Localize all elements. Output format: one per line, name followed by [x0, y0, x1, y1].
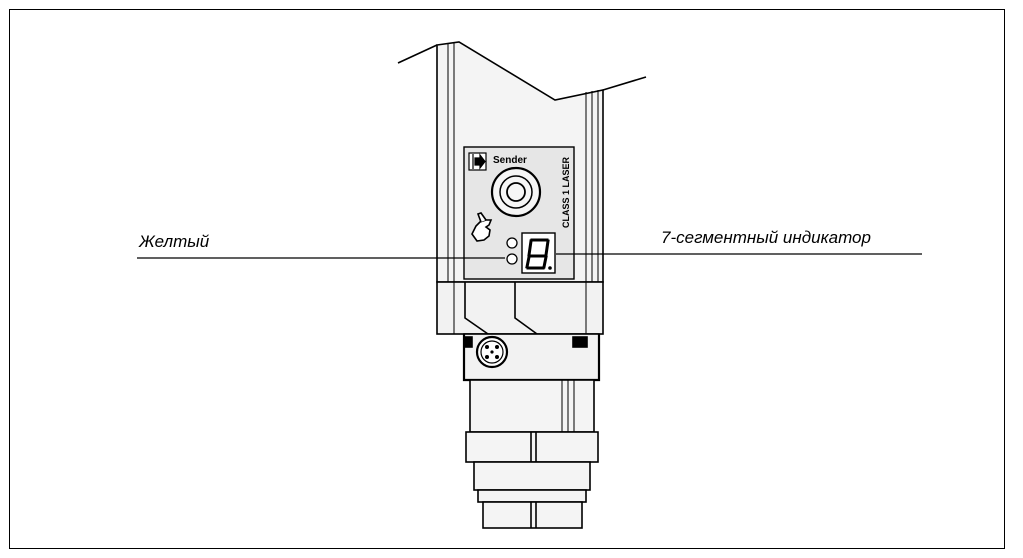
left-callout-label: Желтый [138, 232, 210, 251]
hand-icon [471, 212, 493, 242]
sensor-nut [465, 431, 599, 463]
led-lower [506, 253, 518, 265]
lens-icon [490, 166, 542, 218]
right-callout-label: 7-сегментный индикатор [661, 228, 871, 247]
sensor-bottom-nut [482, 501, 583, 529]
sensor-neck [469, 379, 595, 433]
led-upper [506, 237, 518, 249]
seven-segment-display [521, 232, 556, 274]
right-callout: 7-сегментный индикатор [556, 228, 922, 255]
sensor-lower-neck [473, 461, 591, 503]
sensor-collar [436, 281, 604, 335]
laser-class-label: CLASS 1 LASER [561, 156, 571, 228]
diagram-frame [9, 9, 1005, 549]
yellow-led-indicators [506, 237, 518, 265]
sender-arrow-icon [468, 152, 487, 171]
housing-cut-lines [397, 44, 647, 91]
sender-label: Sender [493, 155, 527, 166]
left-callout: Желтый [137, 232, 505, 259]
m12-connector-icon [475, 335, 509, 369]
